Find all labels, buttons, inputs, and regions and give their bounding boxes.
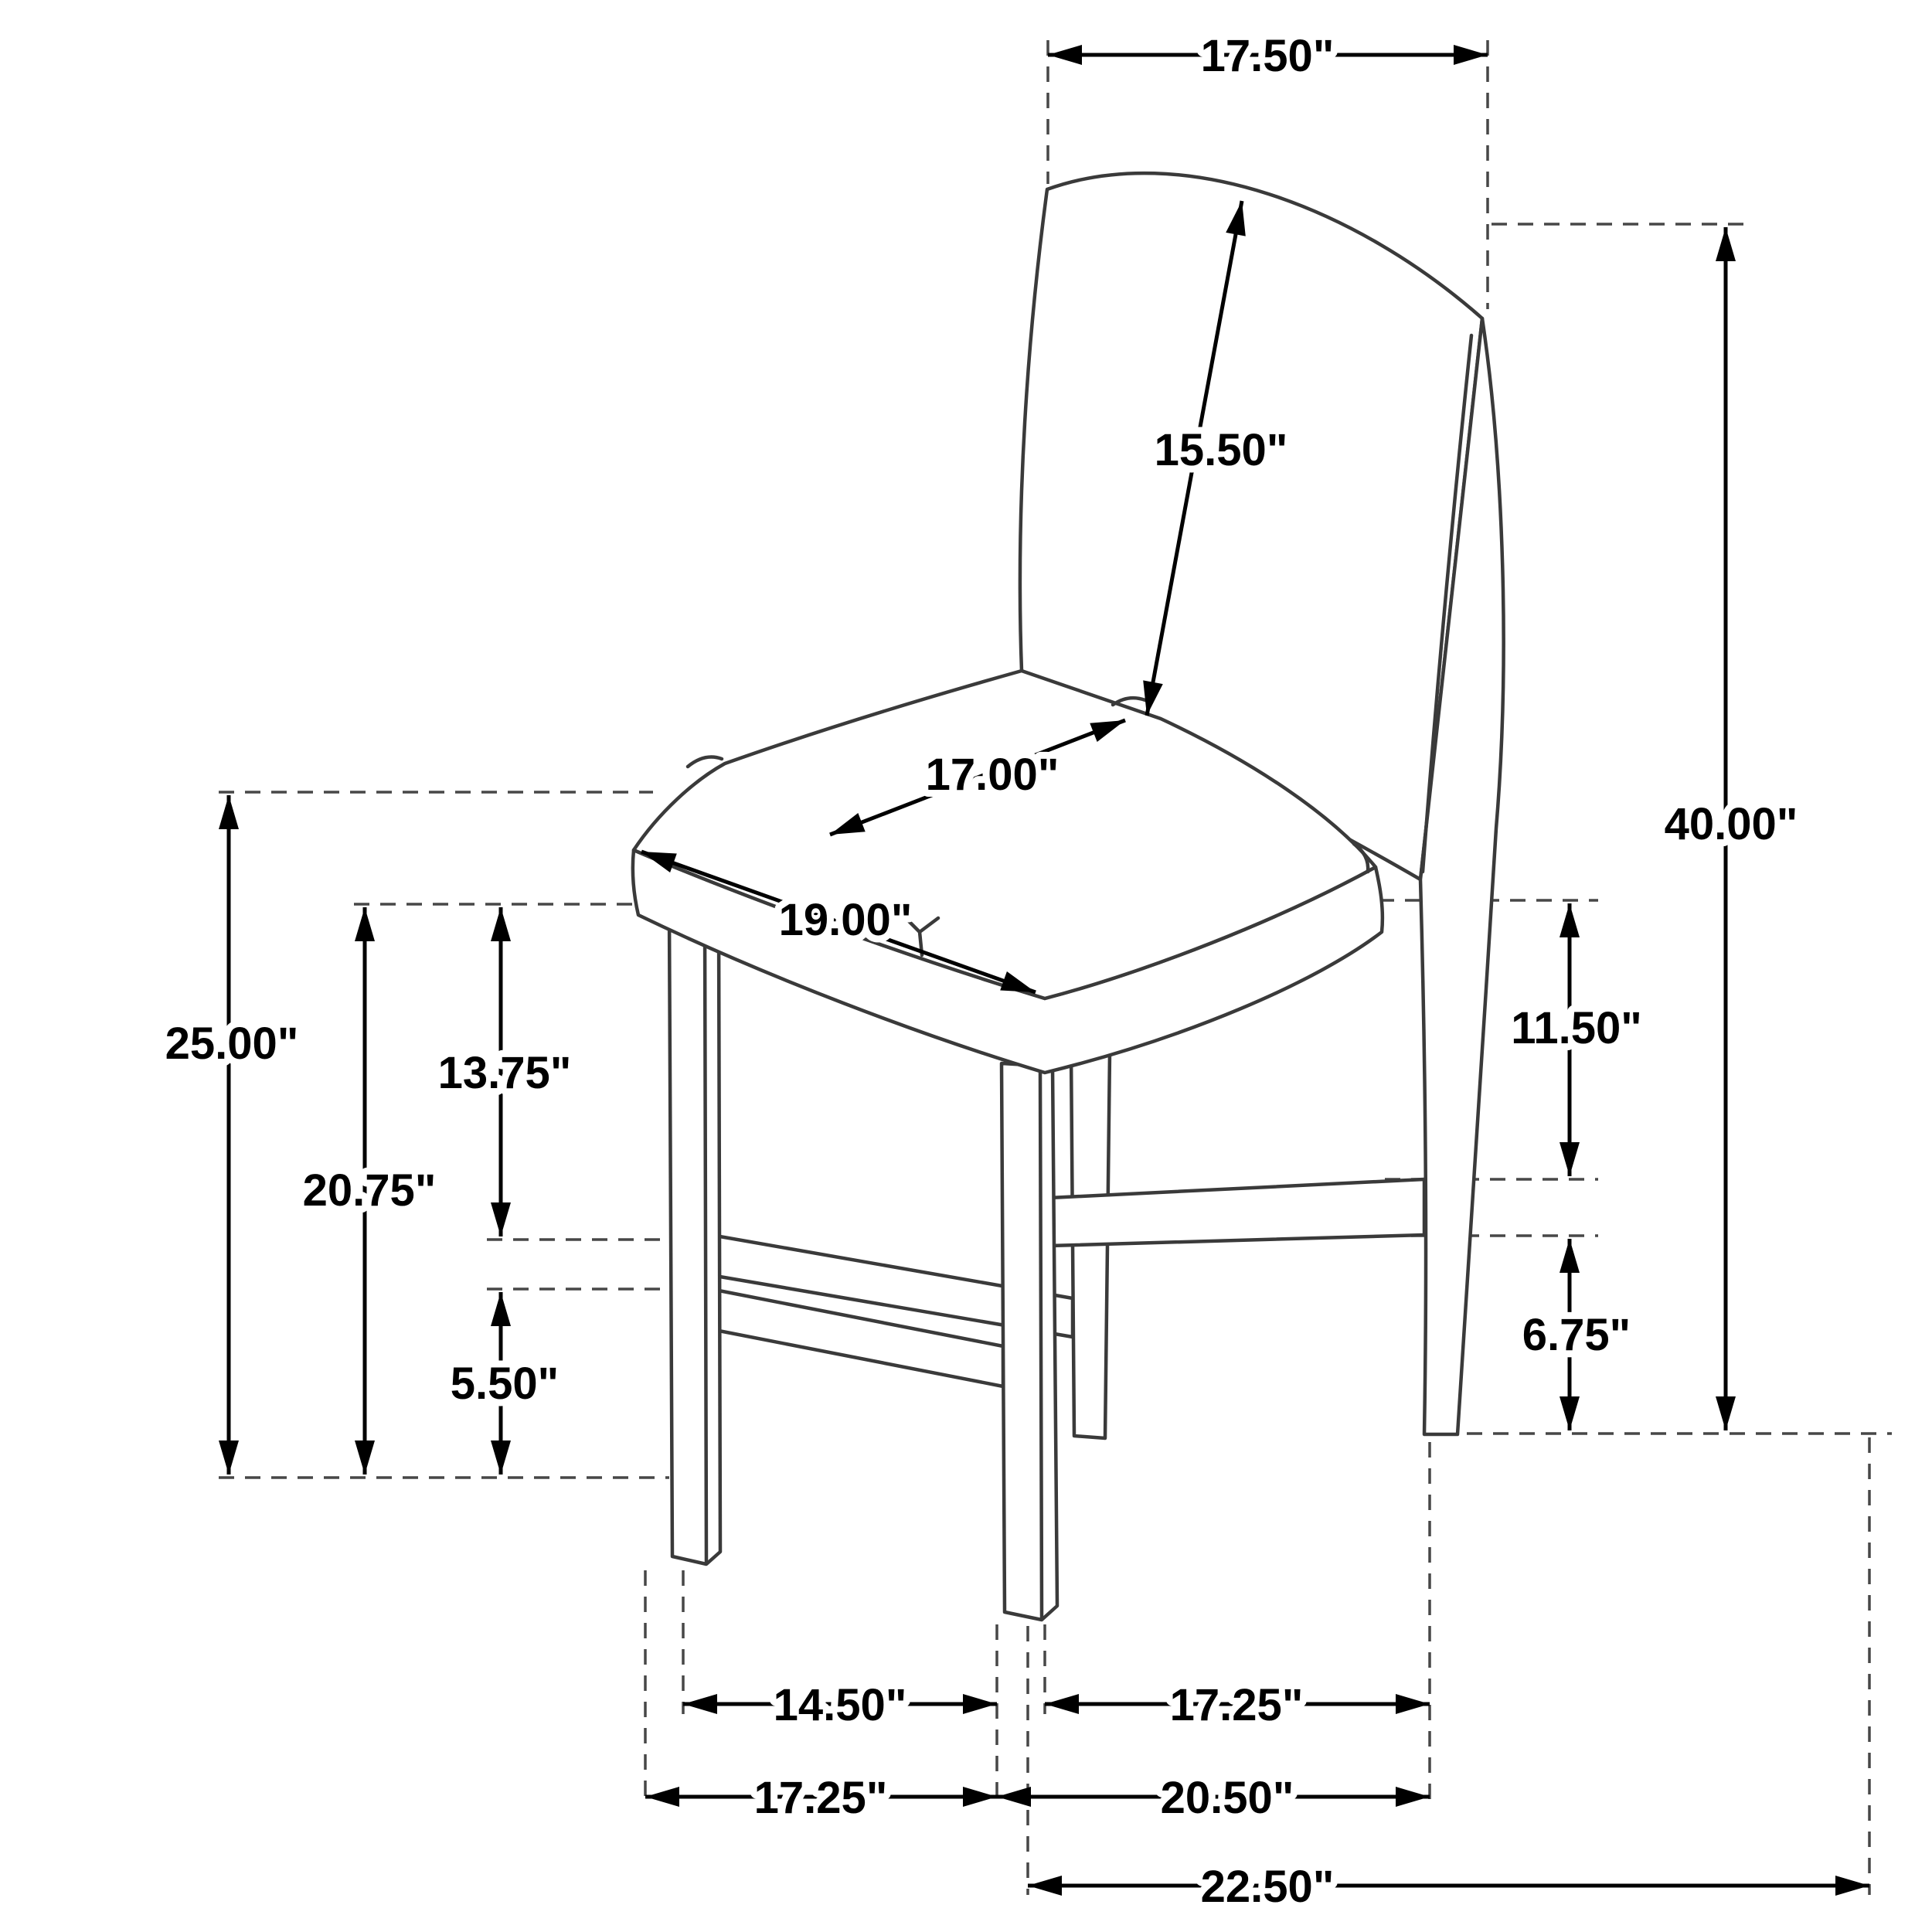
chair-back-leg — [1418, 316, 1505, 1437]
chair-seat-stitch-mark-right — [1352, 842, 1370, 874]
dim-overall-depth-label: 22.50" — [1201, 1862, 1335, 1912]
dim-front-leg-spacing-label: 14.50" — [774, 1680, 907, 1730]
dim-front-to-rear-leg-spacing: 17.25" — [1045, 1673, 1430, 1737]
dim-side-stretcher-to-floor-label: 6.75" — [1522, 1310, 1631, 1360]
dim-seat-width-line — [641, 849, 1036, 995]
dim-base-depth-label: 20.50" — [1161, 1773, 1294, 1823]
chair-seat-stitch-mark-back — [1111, 696, 1148, 707]
dimension-annotations: 17.50" 15.50" 40.00" 17.00" 19.00" 25.00… — [158, 24, 1869, 1919]
dim-back-width: 17.50" — [1048, 24, 1488, 88]
dim-base-width-label: 17.25" — [754, 1773, 888, 1823]
dim-overall-height-label: 40.00" — [1665, 799, 1798, 849]
dim-seat-to-upper-stretcher: 13.75" — [431, 907, 578, 1236]
dim-seat-to-side-stretcher: 11.50" — [1504, 903, 1649, 1176]
dim-backrest-length-line — [1143, 200, 1246, 716]
dim-front-to-rear-leg-spacing-label: 17.25" — [1170, 1680, 1304, 1730]
dim-overall-height: 40.00" — [1658, 227, 1804, 1430]
dim-seat-height-label: 25.00" — [165, 1019, 299, 1069]
dim-side-stretcher-to-floor: 6.75" — [1515, 1239, 1638, 1430]
chair-drawing — [631, 171, 1505, 1622]
dim-floor-to-seat-bottom-label: 20.75" — [303, 1165, 437, 1216]
dim-seat-depth-line — [829, 718, 1126, 837]
chair-seat-stitch-mark-left — [685, 755, 724, 769]
dim-seat-width: 19.00" — [641, 849, 1036, 995]
dim-base-width: 17.25" — [645, 1766, 997, 1830]
chair-left-leg-edge — [702, 916, 709, 1565]
dim-floor-to-seat-bottom: 20.75" — [296, 907, 443, 1475]
extension-lines — [219, 40, 1892, 1895]
dim-overall-depth: 22.50" — [1028, 1855, 1869, 1919]
dim-seat-to-upper-stretcher-label: 13.75" — [438, 1048, 572, 1098]
dim-backrest-length-label: 15.50" — [1155, 425, 1288, 475]
dim-seat-height: 25.00" — [158, 795, 305, 1475]
dim-base-depth: 20.50" — [997, 1766, 1430, 1830]
dim-back-width-label: 17.50" — [1201, 31, 1335, 81]
dim-seat-width-label: 19.00" — [779, 895, 913, 945]
dim-lower-stretcher-to-floor-label: 5.50" — [451, 1359, 559, 1409]
chair-front-leg — [999, 1061, 1060, 1622]
dim-front-leg-spacing: 14.50" — [683, 1673, 997, 1737]
dim-backrest-length: 15.50" — [1143, 200, 1294, 716]
chair-front-leg-edge — [1038, 1067, 1044, 1621]
dim-seat-depth-label: 17.00" — [926, 750, 1060, 800]
dim-seat-depth: 17.00" — [829, 718, 1126, 837]
chair-left-leg — [667, 908, 723, 1566]
chair-backrest-curve-line — [1420, 333, 1474, 874]
dim-seat-to-side-stretcher-label: 11.50" — [1511, 1003, 1641, 1053]
dim-lower-stretcher-to-floor: 5.50" — [444, 1292, 566, 1475]
